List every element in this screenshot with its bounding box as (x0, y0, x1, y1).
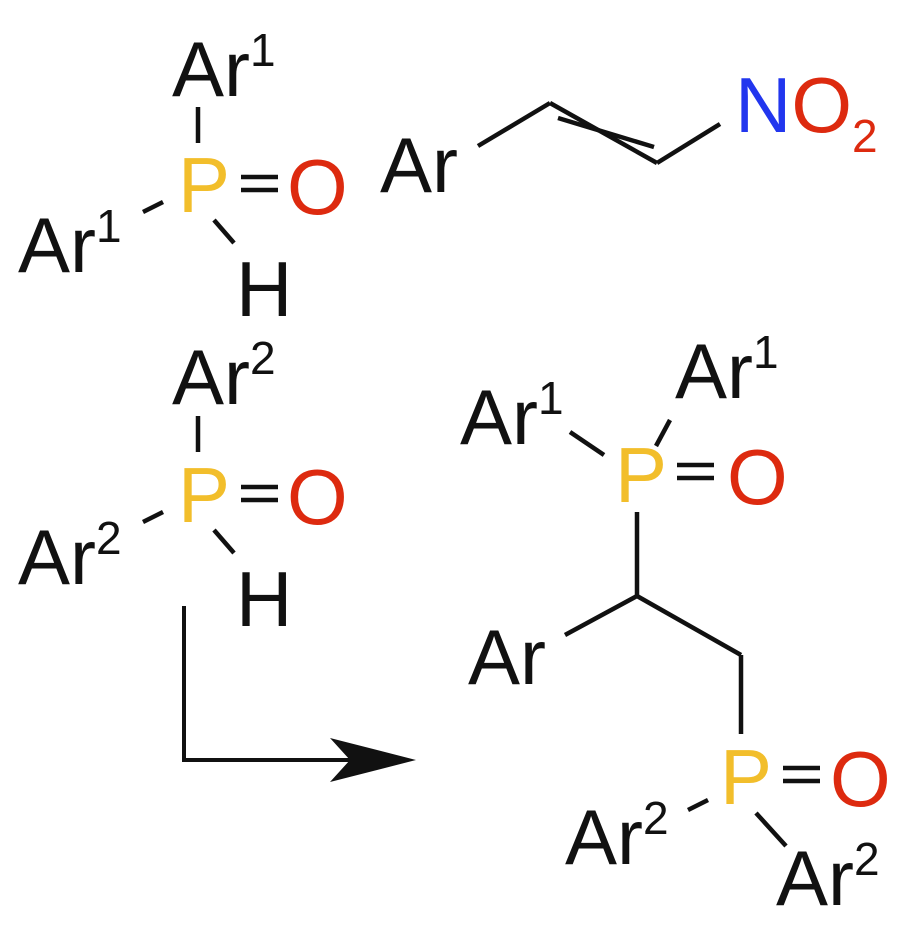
reagent-2-oxygen: O (287, 453, 348, 541)
product-lower-oxygen: O (830, 735, 891, 823)
product-lower-right-aryl: Ar2 (776, 833, 880, 922)
reagent-1-oxygen: O (287, 143, 348, 231)
product-upper-left-aryl: Ar1 (460, 372, 564, 461)
product-bond-ch-ar (563, 594, 639, 637)
product-bond-p-ar2-left (686, 797, 710, 813)
reagent-2-hydrogen: H (236, 555, 292, 643)
product-upper-right-aryl: Ar1 (675, 326, 779, 415)
reagent-2-top-aryl: Ar2 (172, 332, 276, 421)
reagent-2-bond-p-h (212, 528, 236, 555)
nitroalkene-double-bond-inner (557, 115, 655, 150)
product-aryl: Ar (468, 613, 546, 701)
product-bond-p-ar2-right (754, 811, 788, 848)
reaction-arrow (182, 606, 416, 782)
nitroalkene-aryl: Ar (380, 121, 458, 209)
reagent-1-bond-p-ar-left (141, 199, 165, 215)
product-upper-oxygen: O (727, 433, 788, 521)
reagent-1-top-aryl: Ar1 (172, 24, 276, 113)
reagent-1-phosphorus: P (178, 141, 230, 229)
nitroalkene-bond-ar-c (476, 101, 552, 148)
product-bisphosphine-oxide: Ar1 Ar1 P O Ar P O Ar2 Ar2 (460, 326, 891, 922)
product-bond-p-ar-left (568, 430, 606, 457)
reagent-2-bond-p-ar-left (141, 509, 165, 525)
reagent-2-left-aryl: Ar2 (18, 512, 122, 601)
product-lower-left-aryl: Ar2 (565, 792, 669, 881)
nitroalkene-bond-c-n (655, 122, 722, 165)
reagent-2-phosphorus: P (178, 451, 230, 539)
product-lower-phosphorus: P (720, 733, 772, 821)
reagent-1-bond-p-h (212, 218, 236, 245)
product-upper-phosphorus: P (615, 431, 667, 519)
product-bond-p-ar-right (654, 418, 672, 448)
reaction-arrow-head (330, 738, 416, 782)
product-bond-ch-ch2 (635, 594, 743, 657)
reagent-1-phosphine-oxide: Ar1 P O Ar1 H (18, 24, 348, 333)
reagent-1-left-aryl: Ar1 (18, 200, 122, 289)
nitroalkene: Ar NO2 (380, 61, 878, 209)
reagent-2-phosphine-oxide: Ar2 P O Ar2 H (18, 332, 348, 643)
reagent-1-hydrogen: H (236, 245, 292, 333)
nitro-group: NO2 (735, 61, 878, 162)
